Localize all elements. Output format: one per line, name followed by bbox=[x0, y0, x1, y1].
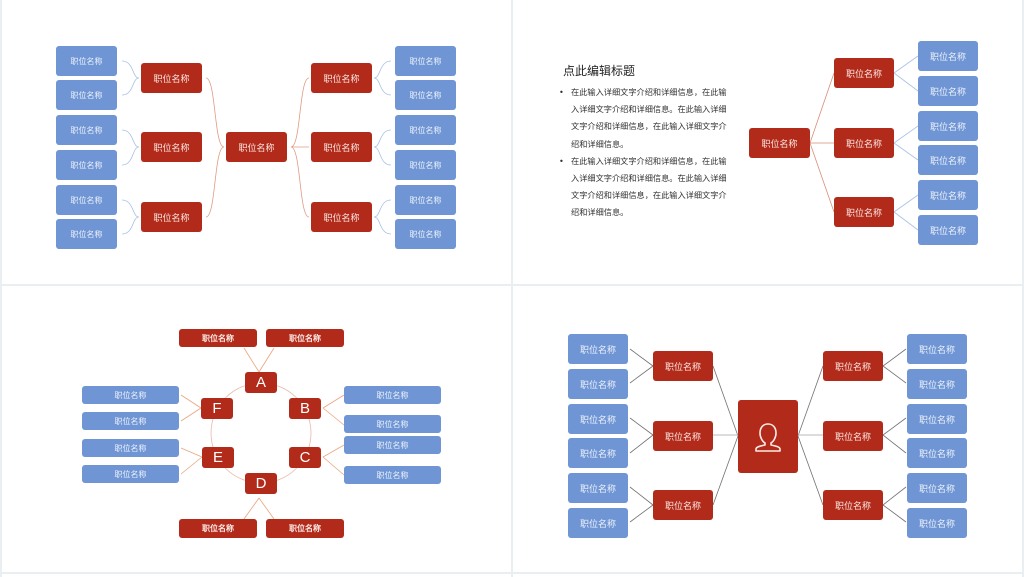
leaf-node[interactable]: 职位名称 bbox=[568, 334, 628, 364]
leaf-node[interactable]: 职位名称 bbox=[56, 115, 117, 145]
ring-node-a[interactable]: A bbox=[245, 372, 277, 393]
leaf-node[interactable]: 职位名称 bbox=[918, 180, 978, 210]
mid-node[interactable]: 职位名称 bbox=[141, 132, 202, 162]
leaf-node[interactable]: 职位名称 bbox=[907, 404, 967, 434]
mid-node[interactable]: 职位名称 bbox=[311, 202, 372, 232]
leaf-node[interactable]: 职位名称 bbox=[907, 508, 967, 538]
left-role-node[interactable]: 职位名称 bbox=[82, 465, 179, 483]
bullet-item[interactable]: • 在此输入详细文字介绍和详细信息，在此输入详细文字介绍和详细信息。在此输入详细文… bbox=[557, 84, 727, 153]
ring-node-c[interactable]: C bbox=[289, 447, 321, 468]
ring-node-e[interactable]: E bbox=[202, 447, 234, 468]
mid-node[interactable]: 职位名称 bbox=[141, 63, 202, 93]
leaf-node[interactable]: 职位名称 bbox=[56, 46, 117, 76]
mid-node[interactable]: 职位名称 bbox=[653, 421, 713, 451]
mid-node[interactable]: 职位名称 bbox=[311, 132, 372, 162]
right-role-node[interactable]: 职位名称 bbox=[344, 386, 441, 404]
leaf-node[interactable]: 职位名称 bbox=[907, 334, 967, 364]
leaf-node[interactable]: 职位名称 bbox=[395, 150, 456, 180]
mid-node[interactable]: 职位名称 bbox=[823, 421, 883, 451]
bullet-list: • 在此输入详细文字介绍和详细信息，在此输入详细文字介绍和详细信息。在此输入详细文… bbox=[557, 84, 727, 222]
leaf-node[interactable]: 职位名称 bbox=[56, 185, 117, 215]
slide-1-mindmap[interactable]: 职位名称 职位名称 职位名称 职位名称 职位名称 职位名称 职位名称 职位名称 … bbox=[2, 0, 511, 284]
leaf-node[interactable]: 职位名称 bbox=[395, 46, 456, 76]
mid-node[interactable]: 职位名称 bbox=[834, 128, 894, 158]
mid-node[interactable]: 职位名称 bbox=[653, 490, 713, 520]
bullet-item[interactable]: • 在此输入详细文字介绍和详细信息，在此输入详细文字介绍和详细信息。在此输入详细文… bbox=[557, 153, 727, 222]
leaf-node[interactable]: 职位名称 bbox=[918, 111, 978, 141]
bottom-role-node[interactable]: 职位名称 bbox=[179, 519, 257, 538]
mid-node[interactable]: 职位名称 bbox=[823, 490, 883, 520]
leaf-node[interactable]: 职位名称 bbox=[907, 369, 967, 399]
bullet-text: 在此输入详细文字介绍和详细信息，在此输入详细文字介绍和详细信息。在此输入详细文字… bbox=[571, 155, 727, 218]
ring-node-f[interactable]: F bbox=[201, 398, 233, 419]
bottom-role-node[interactable]: 职位名称 bbox=[266, 519, 344, 538]
mid-node[interactable]: 职位名称 bbox=[311, 63, 372, 93]
bullet-icon: • bbox=[559, 155, 564, 166]
leaf-node[interactable]: 职位名称 bbox=[568, 369, 628, 399]
leaf-node[interactable]: 职位名称 bbox=[918, 76, 978, 106]
left-role-node[interactable]: 职位名称 bbox=[82, 412, 179, 430]
mid-node[interactable]: 职位名称 bbox=[141, 202, 202, 232]
right-role-node[interactable]: 职位名称 bbox=[344, 415, 441, 433]
slide-4-connectors bbox=[629, 348, 907, 523]
ring-node-d[interactable]: D bbox=[245, 473, 277, 494]
slide-2-text-tree[interactable]: 点此编辑标题 • 在此输入详细文字介绍和详细信息，在此输入详细文字介绍和详细信息。… bbox=[513, 0, 1022, 284]
mid-node[interactable]: 职位名称 bbox=[834, 58, 894, 88]
leaf-node[interactable]: 职位名称 bbox=[568, 473, 628, 503]
slide-3-ring-diagram[interactable]: 职位名称 职位名称 职位名称 职位名称 A B C D E F 职位名称 职位名… bbox=[2, 286, 511, 572]
leaf-node[interactable]: 职位名称 bbox=[395, 185, 456, 215]
leaf-node[interactable]: 职位名称 bbox=[395, 115, 456, 145]
slide-1-connectors bbox=[121, 60, 392, 235]
mid-node[interactable]: 职位名称 bbox=[834, 197, 894, 227]
right-role-node[interactable]: 职位名称 bbox=[344, 436, 441, 454]
left-role-node[interactable]: 职位名称 bbox=[82, 439, 179, 457]
leaf-node[interactable]: 职位名称 bbox=[568, 508, 628, 538]
leaf-node[interactable]: 职位名称 bbox=[395, 80, 456, 110]
leaf-node[interactable]: 职位名称 bbox=[568, 404, 628, 434]
slide-title[interactable]: 点此编辑标题 bbox=[563, 64, 636, 78]
leaf-node[interactable]: 职位名称 bbox=[56, 150, 117, 180]
leaf-node[interactable]: 职位名称 bbox=[918, 145, 978, 175]
leaf-node[interactable]: 职位名称 bbox=[907, 438, 967, 468]
ring-node-b[interactable]: B bbox=[289, 398, 321, 419]
mid-node[interactable]: 职位名称 bbox=[823, 351, 883, 381]
leaf-node[interactable]: 职位名称 bbox=[568, 438, 628, 468]
bullet-icon: • bbox=[559, 87, 564, 97]
person-icon bbox=[755, 422, 781, 452]
slide-5-peek[interactable] bbox=[2, 574, 511, 577]
root-node[interactable]: 职位名称 bbox=[226, 132, 287, 162]
bullet-text: 在此输入详细文字介绍和详细信息，在此输入详细文字介绍和详细信息。在此输入详细文字… bbox=[571, 87, 727, 149]
leaf-node[interactable]: 职位名称 bbox=[907, 473, 967, 503]
mid-node[interactable]: 职位名称 bbox=[653, 351, 713, 381]
leaf-node[interactable]: 职位名称 bbox=[918, 41, 978, 71]
left-role-node[interactable]: 职位名称 bbox=[82, 386, 179, 404]
slide-2-connectors bbox=[809, 55, 919, 231]
slide-4-person-mindmap[interactable]: 职位名称 职位名称 职位名称 职位名称 职位名称 职位名称 职位名称 职位名称 … bbox=[513, 286, 1022, 572]
top-role-node[interactable]: 职位名称 bbox=[266, 329, 344, 347]
leaf-node[interactable]: 职位名称 bbox=[56, 80, 117, 110]
top-role-node[interactable]: 职位名称 bbox=[179, 329, 257, 347]
right-role-node[interactable]: 职位名称 bbox=[344, 466, 441, 484]
leaf-node[interactable]: 职位名称 bbox=[56, 219, 117, 249]
root-node[interactable]: 职位名称 bbox=[749, 128, 810, 158]
leaf-node[interactable]: 职位名称 bbox=[395, 219, 456, 249]
center-person-node[interactable] bbox=[738, 400, 798, 473]
slide-6-peek[interactable] bbox=[513, 574, 1022, 577]
leaf-node[interactable]: 职位名称 bbox=[918, 215, 978, 245]
